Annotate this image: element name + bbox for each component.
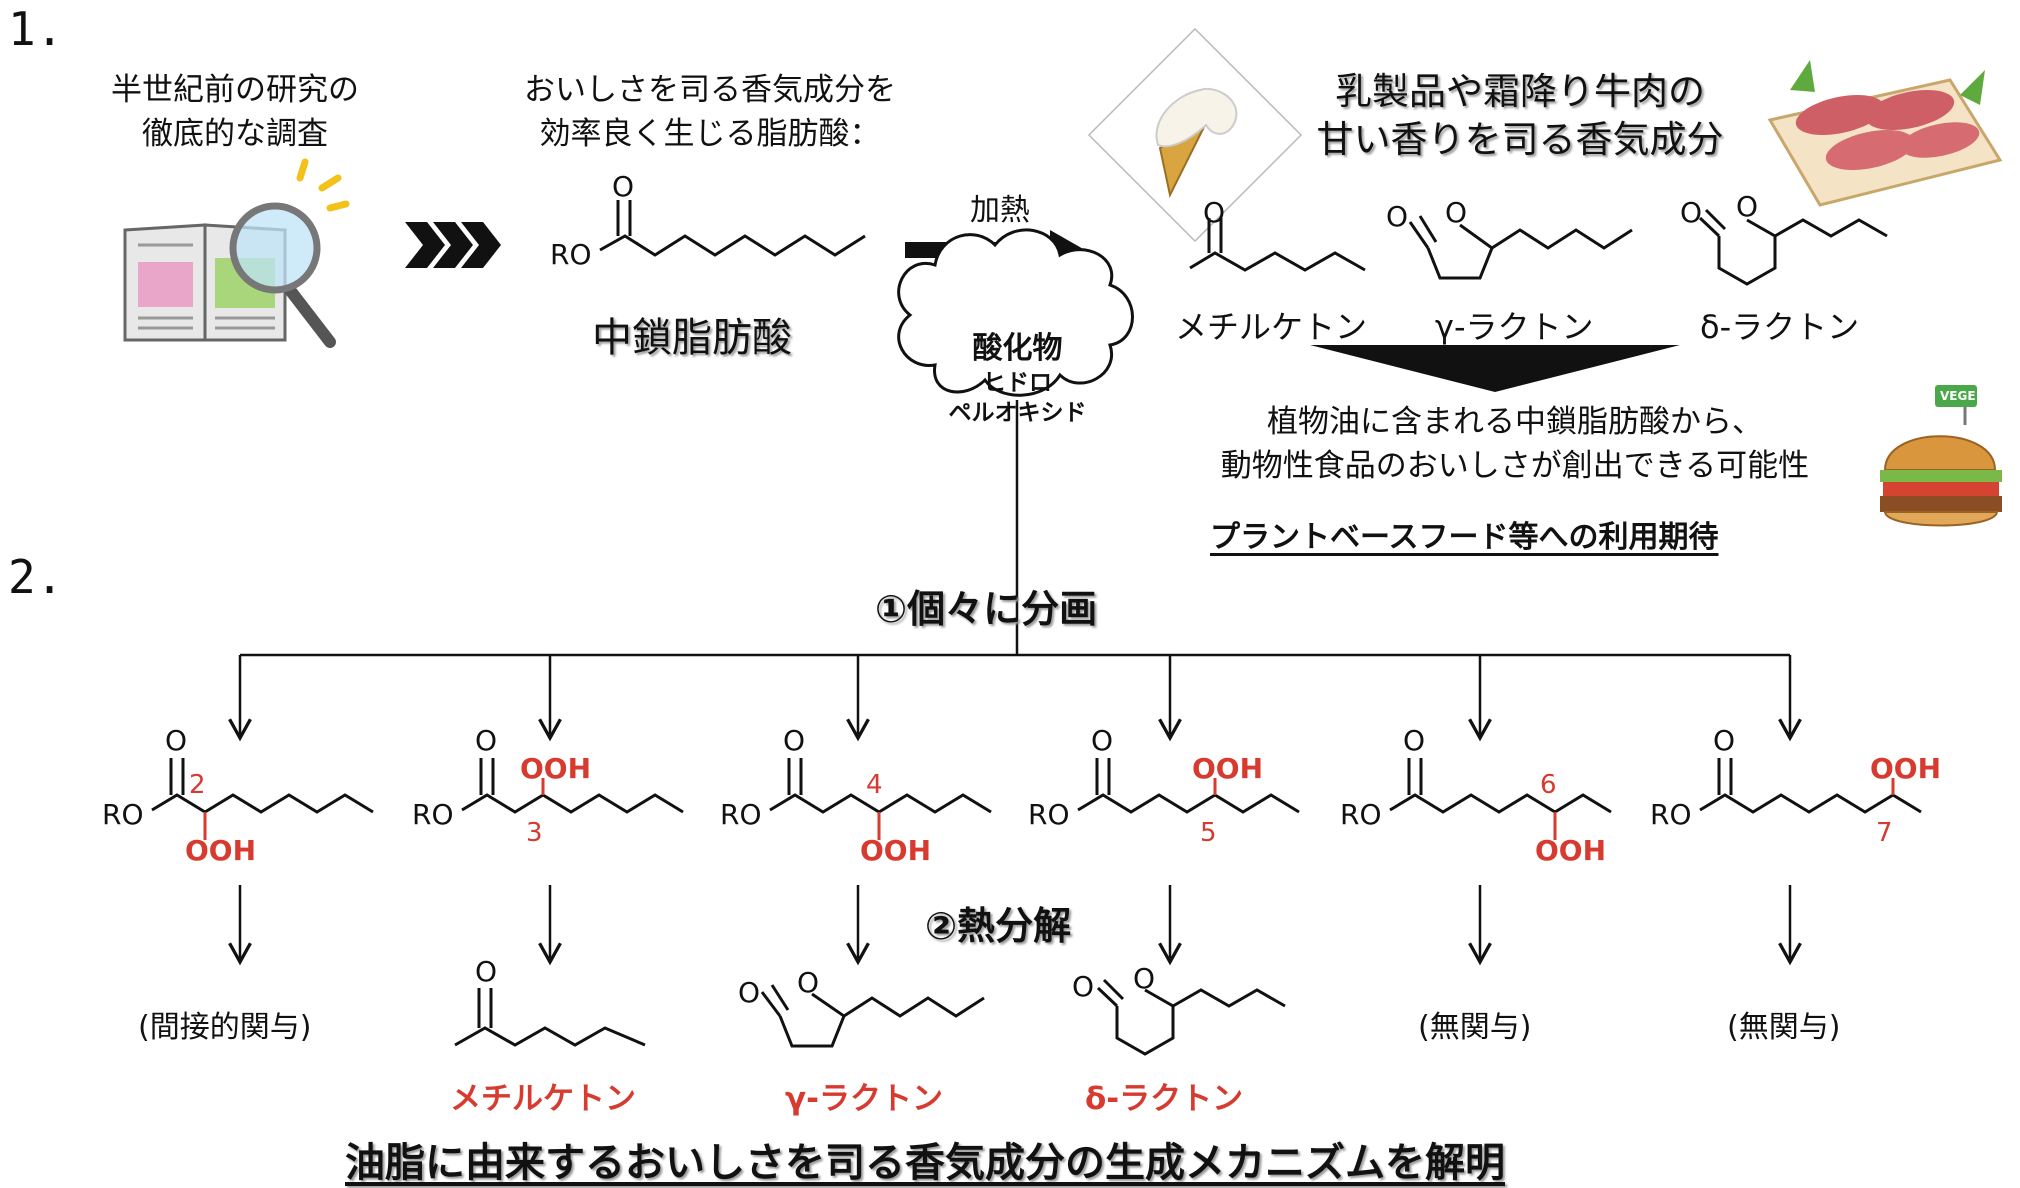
position-2: 2: [189, 770, 206, 800]
fatty-acid-structure: [599, 200, 866, 257]
o-label-delta-carbonyl: O: [1680, 196, 1703, 229]
expectation-text: プラントベースフード等への利用期待: [1210, 520, 1719, 555]
o-label-gamma-carbonyl: O: [1386, 200, 1409, 233]
ooh-label-3: OOH: [860, 834, 932, 867]
hydroperoxide-structures: [151, 758, 1922, 840]
o-label-6: O: [1713, 724, 1736, 757]
burger-icon: [1880, 385, 2002, 527]
o-label-ketone: O: [1203, 196, 1226, 229]
o-label-5: O: [1403, 724, 1426, 757]
survey-caption-line-1: 半世紀前の研究の: [111, 72, 359, 108]
result-triangle-arrow: [1310, 345, 1680, 392]
o-label-top: O: [612, 170, 635, 203]
aroma-caption-line-2: 甘い香りを司る香気成分: [1316, 118, 1724, 161]
fatty-acid-caption: おいしさを司る香気成分を 効率良く生じる脂肪酸：: [480, 68, 940, 156]
ooh-label-2: OOH: [520, 752, 592, 785]
position-5: 5: [1200, 818, 1217, 848]
vege-tag: VEGE: [1940, 389, 1976, 403]
ro-label-4: RO: [1028, 798, 1070, 831]
oxide-label: 酸化物: [972, 331, 1063, 366]
outcome-indirect: (間接的関与): [138, 1010, 312, 1045]
outcome-unrelated-2: (無関与): [1727, 1010, 1841, 1045]
possibility-line-1: 植物油に含まれる中鎖脂肪酸から、: [1267, 404, 1763, 440]
o-label-gamma: O: [1445, 196, 1468, 229]
fatty-acid-caption-line-2: 効率良く生じる脂肪酸：: [539, 116, 881, 152]
position-4: 4: [866, 770, 883, 800]
ooh-label-6: OOH: [1870, 752, 1942, 785]
aroma-caption-line-1: 乳製品や霜降り牛肉の: [1335, 70, 1705, 113]
survey-caption-line-2: 徹底的な調査: [142, 116, 328, 152]
step-1-label: ①個々に分画: [875, 587, 1098, 631]
product-gamma-lactone: γ-ラクトン: [1435, 308, 1594, 346]
survey-caption: 半世紀前の研究の 徹底的な調査: [85, 68, 385, 156]
o-label-1: O: [165, 724, 188, 757]
position-3: 3: [526, 818, 543, 848]
product-delta-lactone: δ-ラクトン: [1700, 308, 1860, 346]
product-methyl-ketone: メチルケトン: [1175, 308, 1368, 346]
ro-label-6: RO: [1650, 798, 1692, 831]
conclusion-text: 油脂に由来するおいしさを司る香気成分の生成メカニズムを解明: [345, 1140, 1505, 1186]
section-2-number: 2.: [8, 550, 64, 604]
heat-label: 加熱: [970, 193, 1030, 228]
o-label-bottom-delta: O: [1133, 962, 1156, 995]
o-label-bottom-ketone: O: [475, 955, 498, 988]
ooh-label-5: OOH: [1535, 834, 1607, 867]
outcome-delta-lactone: δ-ラクトン: [1085, 1081, 1244, 1117]
o-label-2: O: [475, 724, 498, 757]
outcome-methyl-ketone: メチルケトン: [450, 1081, 636, 1117]
fatty-acid-caption-line-1: おいしさを司る香気成分を: [524, 72, 896, 108]
outcome-gamma-lactone: γ-ラクトン: [785, 1081, 943, 1117]
ice-cream-icon: [1087, 27, 1303, 243]
pyrolysis-arrows: [228, 885, 1802, 966]
o-label-bottom-delta-carbonyl: O: [1072, 970, 1095, 1003]
ooh-label-4: OOH: [1192, 752, 1264, 785]
ooh-label-1: OOH: [185, 834, 257, 867]
product-structures-bottom: [454, 978, 1286, 1056]
position-6: 6: [1540, 770, 1557, 800]
ro-label-top: RO: [550, 238, 592, 271]
oxide-cloud-text: 酸化物 ヒドロ ペルオキシド: [910, 330, 1125, 428]
hydro-label: ヒドロ: [983, 370, 1052, 396]
ro-label-5: RO: [1340, 798, 1382, 831]
ro-label-3: RO: [720, 798, 762, 831]
ro-label-1: RO: [102, 798, 144, 831]
possibility-line-2: 動物性食品のおいしさが創出できる可能性: [1220, 448, 1810, 484]
o-label-3: O: [783, 724, 806, 757]
book-magnifier-icon: [123, 158, 350, 348]
ro-label-2: RO: [412, 798, 454, 831]
chevrons-icon: [405, 222, 501, 268]
aroma-caption: 乳製品や霜降り牛肉の 甘い香りを司る香気成分: [1280, 68, 1760, 164]
o-label-bottom-gamma: O: [797, 966, 820, 999]
o-label-4: O: [1091, 724, 1114, 757]
product-structures-top: [1189, 208, 1888, 286]
fractionation-bracket: [228, 653, 1802, 742]
possibility-text: 植物油に含まれる中鎖脂肪酸から、 動物性食品のおいしさが創出できる可能性: [1165, 400, 1865, 488]
section-1-number: 1.: [8, 2, 64, 56]
meat-box-icon: [1767, 60, 2003, 207]
step-2-label: ②熱分解: [925, 904, 1072, 948]
outcome-unrelated-1: (無関与): [1418, 1010, 1532, 1045]
peroxide-label: ペルオキシド: [948, 400, 1087, 426]
position-7: 7: [1876, 818, 1893, 848]
oxide-cloud-shape: [897, 228, 1134, 397]
o-label-bottom-gamma-carbonyl: O: [738, 976, 761, 1009]
fatty-acid-name: 中鎖脂肪酸: [592, 315, 792, 361]
o-label-delta: O: [1736, 190, 1759, 223]
